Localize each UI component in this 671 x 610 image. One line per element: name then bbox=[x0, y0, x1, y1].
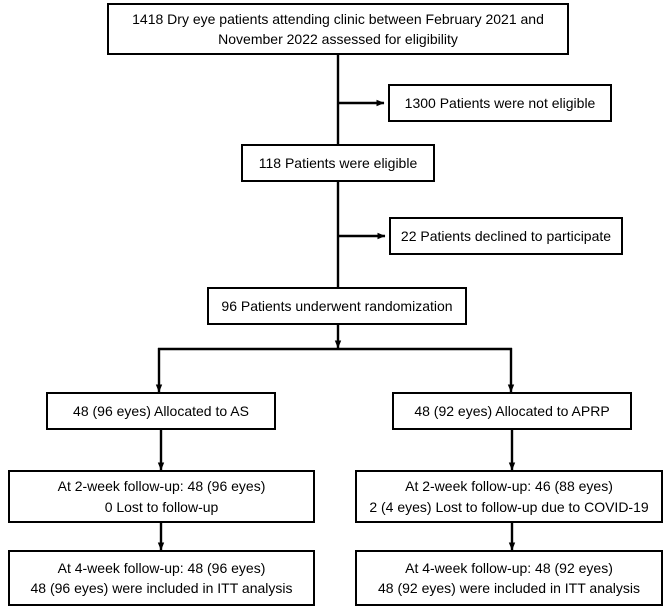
two-week-followup-as-box: At 2-week follow-up: 48 (96 eyes) 0 Lost… bbox=[8, 470, 315, 523]
allocation-aprp-label: 48 (92 eyes) Allocated to APRP bbox=[414, 402, 610, 419]
four-week-followup-aprp-box: At 4-week follow-up: 48 (92 eyes) 48 (92… bbox=[355, 550, 663, 606]
enrollment-box: 1418 Dry eye patients attending clinic b… bbox=[107, 3, 569, 55]
two-week-as-line-1: At 2-week follow-up: 48 (96 eyes) bbox=[57, 478, 266, 495]
declined-box: 22 Patients declined to participate bbox=[389, 217, 623, 255]
two-week-aprp-line-2: 2 (4 eyes) Lost to follow-up due to COVI… bbox=[369, 498, 649, 515]
eligible-label: 118 Patients were eligible bbox=[258, 154, 418, 171]
four-week-as-line-1: At 4-week follow-up: 48 (96 eyes) bbox=[57, 559, 266, 576]
connector-two-week-to-four-week bbox=[157, 523, 516, 551]
enrollment-line-1: 1418 Dry eye patients attending clinic b… bbox=[132, 10, 544, 27]
not-eligible-label: 1300 Patients were not eligible bbox=[404, 94, 596, 111]
allocation-aprp-box: 48 (92 eyes) Allocated to APRP bbox=[392, 392, 632, 430]
eligible-box: 118 Patients were eligible bbox=[241, 144, 435, 182]
connector-randomization-split bbox=[155, 325, 515, 393]
four-week-aprp-line-2: 48 (92 eyes) were included in ITT analys… bbox=[378, 580, 640, 596]
not-eligible-box: 1300 Patients were not eligible bbox=[388, 84, 612, 122]
allocation-as-label: 48 (96 eyes) Allocated to AS bbox=[73, 402, 249, 419]
randomization-label: 96 Patients underwent randomization bbox=[221, 297, 453, 314]
two-week-followup-aprp-box: At 2-week follow-up: 46 (88 eyes) 2 (4 e… bbox=[355, 470, 663, 523]
four-week-aprp-line-1: At 4-week follow-up: 48 (92 eyes) bbox=[405, 559, 613, 576]
connector-enrollment-to-eligible bbox=[336, 55, 385, 144]
connector-allocation-to-two-week bbox=[157, 430, 516, 471]
declined-label: 22 Patients declined to participate bbox=[400, 227, 612, 244]
connector-eligible-to-randomization bbox=[336, 182, 386, 287]
enrollment-line-2: November 2022 assessed for eligibility bbox=[218, 31, 458, 47]
four-week-as-line-2: 48 (96 eyes) were included in ITT analys… bbox=[30, 580, 293, 596]
randomization-box: 96 Patients underwent randomization bbox=[207, 287, 467, 325]
allocation-as-box: 48 (96 eyes) Allocated to AS bbox=[46, 392, 276, 430]
two-week-as-line-2: 0 Lost to follow-up bbox=[104, 498, 219, 515]
two-week-aprp-line-1: At 2-week follow-up: 46 (88 eyes) bbox=[405, 478, 613, 495]
four-week-followup-as-box: At 4-week follow-up: 48 (96 eyes) 48 (96… bbox=[8, 550, 315, 606]
